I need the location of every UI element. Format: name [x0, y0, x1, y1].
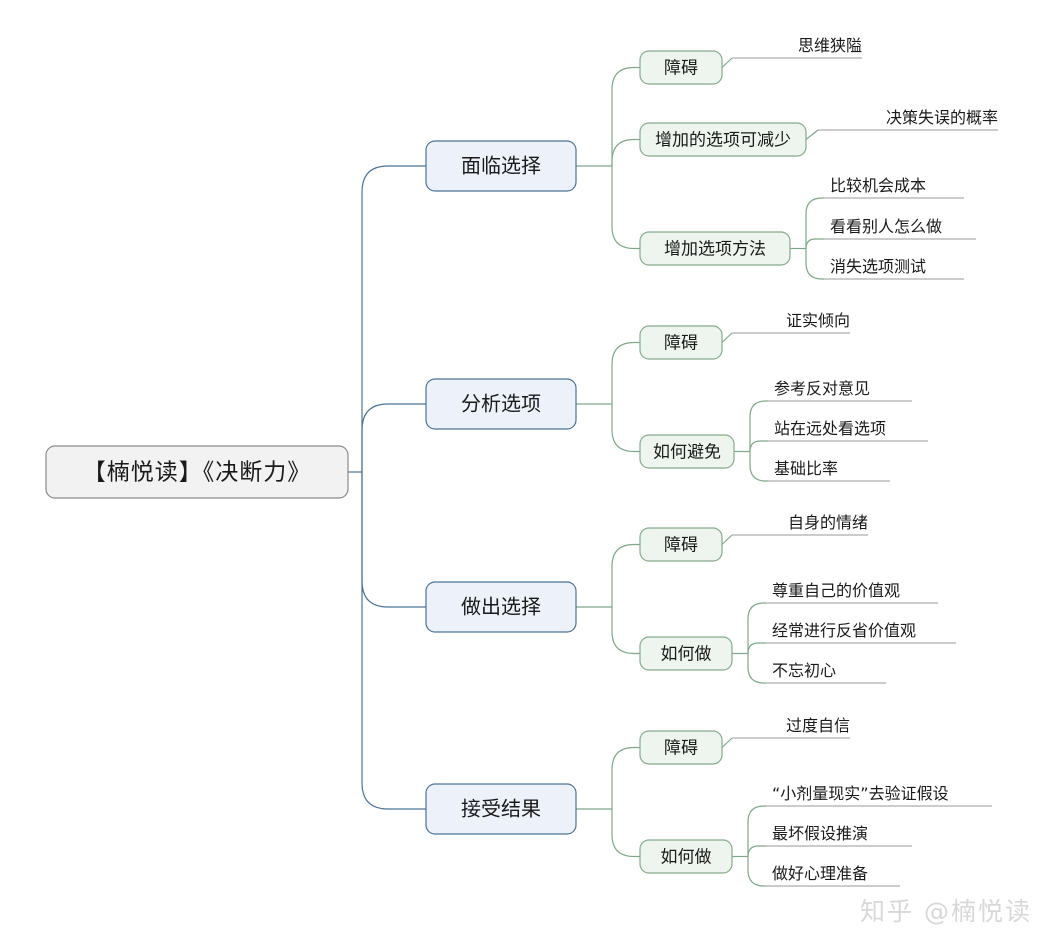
leaf-stem-2-1-1 [747, 642, 766, 654]
leaf-stem-3-1-1 [747, 845, 766, 857]
root-node[interactable] [45, 445, 349, 499]
node-labels: 【楠悦读】《决断力》面临选择障碍思维狭隘增加的选项可减少决策失误的概率增加选项方… [83, 36, 998, 883]
leaf-stem-0-2-2 [805, 248, 824, 280]
leaf-label-2-1-1: 经常进行反省价值观 [772, 621, 916, 640]
leaf-stem-2-1-0 [747, 602, 766, 654]
leaf-label-1-1-0: 参考反对意见 [774, 379, 870, 398]
link-root-to-branch-3 [361, 472, 426, 810]
sub-node-0-1-label: 增加的选项可减少 [655, 131, 791, 151]
branch-node-2[interactable] [425, 581, 577, 633]
link-branch-1-sub-0 [611, 341, 640, 404]
link-root-to-branch-2 [361, 472, 426, 608]
leaf-label-1-0-0: 证实倾向 [786, 311, 850, 330]
link-branch-0-sub-2 [611, 166, 640, 250]
leaf-label-2-1-2: 不忘初心 [772, 661, 836, 680]
branch-node-1[interactable] [425, 378, 577, 430]
leaf-stem-1-1-0 [749, 400, 768, 452]
leaf-stem-2-1-2 [747, 653, 766, 684]
leaf-stem-0-2-1 [805, 238, 824, 249]
leaf-label-1-1-2: 基础比率 [774, 459, 838, 478]
link-root-to-branch-0 [361, 165, 426, 472]
branch-node-3-label: 接受结果 [461, 797, 541, 821]
link-branch-3-sub-1 [611, 809, 640, 858]
node-boxes [45, 50, 807, 874]
leaf-stem-1-0-0 [721, 332, 733, 343]
link-branch-2-sub-0 [611, 543, 640, 607]
sub-node-3-0[interactable] [639, 730, 723, 765]
link-branch-2-sub-1 [611, 607, 640, 655]
sub-node-0-0-label: 障碍 [664, 59, 698, 79]
root-node-label: 【楠悦读】《决断力》 [83, 460, 312, 486]
sub-node-3-0-label: 障碍 [664, 739, 698, 759]
branch-to-sub-links [576, 57, 824, 887]
sub-node-1-1-label: 如何避免 [653, 443, 721, 463]
leaf-stem-3-1-2 [747, 856, 766, 887]
leaf-label-0-1-0: 决策失误的概率 [886, 108, 998, 127]
leaf-label-2-1-0: 尊重自己的价值观 [772, 581, 900, 600]
leaf-label-3-0-0: 过度自信 [786, 716, 850, 735]
leaf-label-0-0-0: 思维狭隘 [798, 36, 862, 55]
leaf-stem-0-2-0 [805, 197, 824, 249]
link-branch-1-sub-1 [611, 404, 640, 453]
sub-node-2-0-label: 障碍 [664, 536, 698, 556]
leaf-stem-3-0-0 [721, 737, 733, 748]
branch-node-0-label: 面临选择 [461, 154, 541, 178]
sub-node-2-1-label: 如何做 [661, 645, 712, 665]
sub-node-1-0[interactable] [639, 325, 723, 360]
leaf-stem-0-1-0 [805, 129, 819, 140]
sub-node-1-1[interactable] [639, 434, 735, 469]
leaf-label-3-1-2: 做好心理准备 [772, 864, 868, 883]
sub-node-0-2-label: 增加选项方法 [664, 240, 766, 260]
sub-node-1-0-label: 障碍 [664, 334, 698, 354]
link-branch-0-sub-0 [611, 66, 640, 166]
sub-node-0-1[interactable] [639, 122, 807, 157]
leaf-stem-1-1-2 [749, 451, 768, 482]
link-root-to-branch-1 [361, 403, 426, 472]
leaf-label-0-2-1: 看看别人怎么做 [830, 217, 942, 236]
leaf-label-2-0-0: 自身的情绪 [788, 513, 868, 532]
leaf-stem-0-0-0 [721, 57, 733, 68]
sub-node-3-1[interactable] [639, 839, 733, 874]
leaf-label-3-1-0: “小剂量现实”去验证假设 [772, 784, 949, 803]
sub-node-2-1[interactable] [639, 636, 733, 671]
leaf-stem-3-1-0 [747, 805, 766, 857]
link-branch-3-sub-0 [611, 746, 640, 809]
link-branch-0-sub-1 [611, 138, 640, 166]
sub-node-2-0[interactable] [639, 527, 723, 562]
branch-node-2-label: 做出选择 [461, 595, 541, 619]
branch-node-1-label: 分析选项 [461, 392, 541, 416]
leaf-label-0-2-0: 比较机会成本 [830, 176, 926, 195]
leaf-stem-2-0-0 [721, 534, 733, 545]
sub-node-3-1-label: 如何做 [661, 848, 712, 868]
leaf-label-1-1-1: 站在远处看选项 [774, 419, 886, 438]
leaf-underlines [732, 57, 998, 887]
branch-node-3[interactable] [425, 783, 577, 835]
leaf-label-0-2-2: 消失选项测试 [830, 257, 926, 276]
sub-node-0-0[interactable] [639, 50, 723, 85]
sub-node-0-2[interactable] [639, 231, 791, 266]
watermark: 知乎 @楠悦读 [860, 897, 1032, 926]
branch-node-0[interactable] [425, 140, 577, 192]
leaf-stem-1-1-1 [749, 440, 768, 452]
leaf-label-3-1-1: 最坏假设推演 [772, 824, 868, 843]
root-to-branch-links [348, 165, 426, 810]
